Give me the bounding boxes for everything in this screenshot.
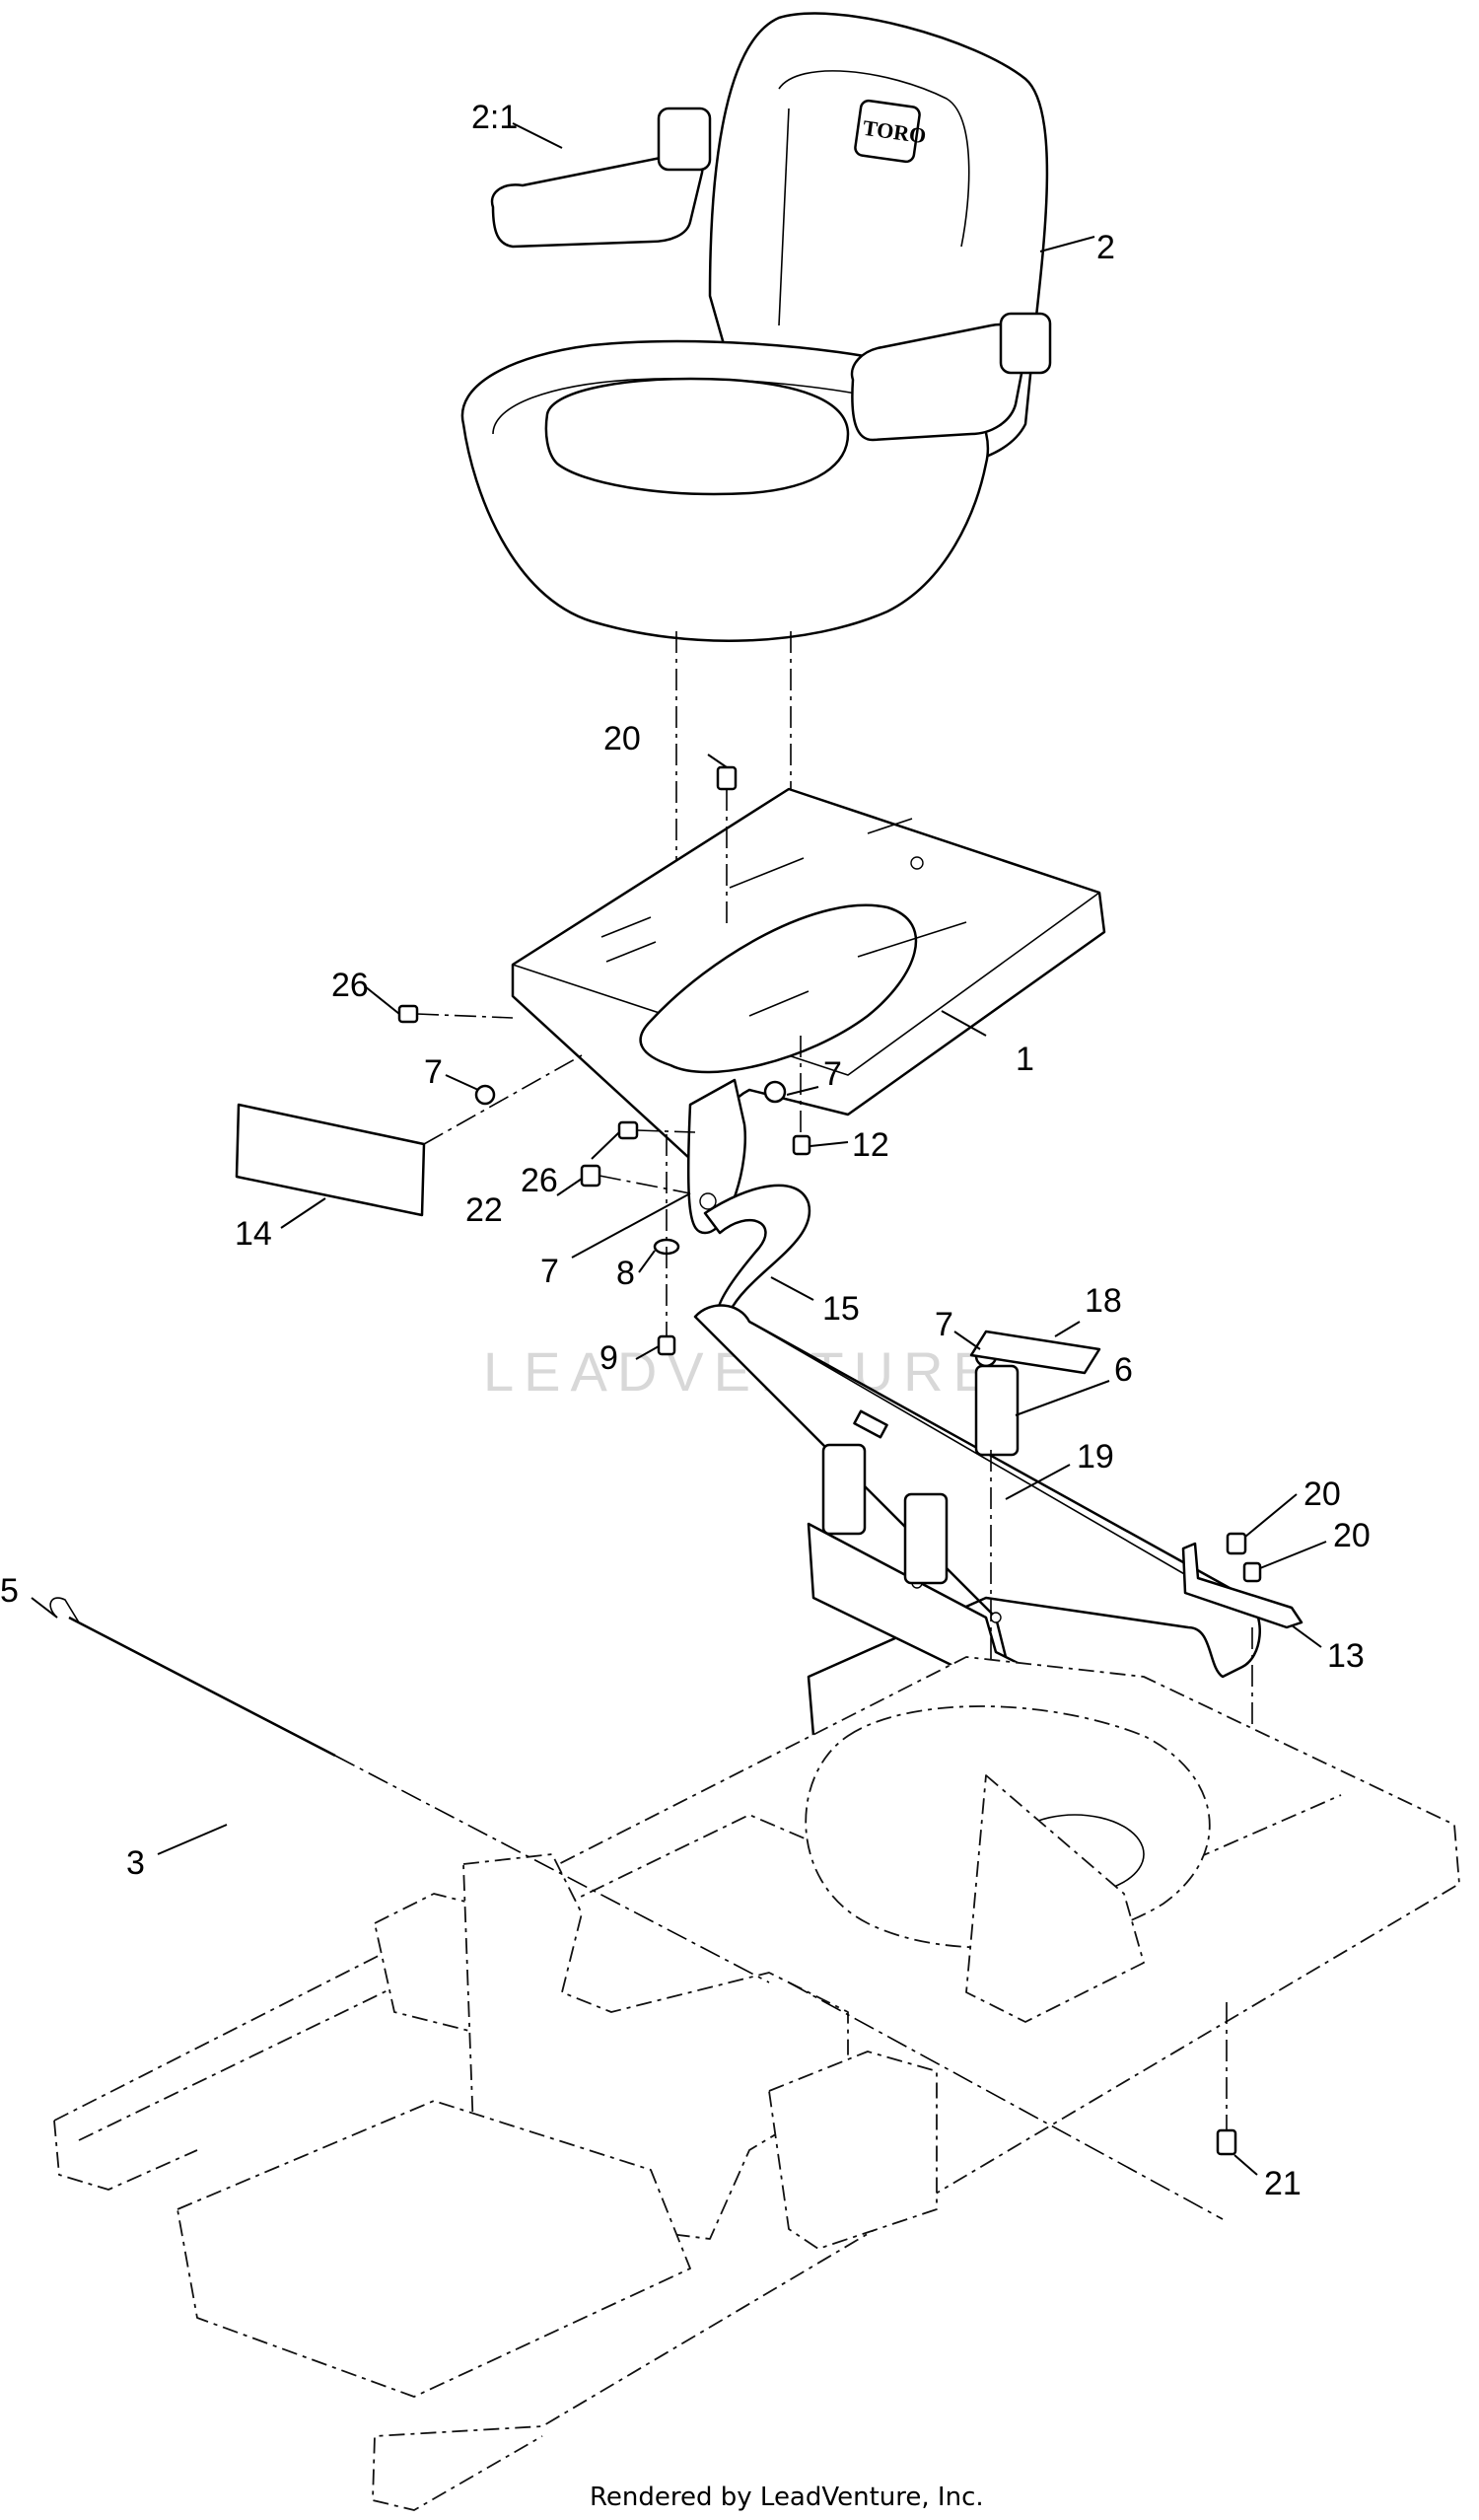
callout-9: 9 (599, 1339, 618, 1377)
clip-part (49, 1597, 80, 1623)
callout-20-right: 20 (1333, 1517, 1371, 1554)
callout-labels: 2:1 2 20 26 1 7 7 12 26 22 14 7 8 15 9 7… (0, 99, 1371, 2202)
callout-2: 2 (1096, 229, 1115, 266)
callout-2-1: 2:1 (471, 99, 518, 136)
bracket-13-part (1181, 1542, 1303, 1629)
callout-22: 22 (465, 1191, 503, 1229)
suspension-part (693, 1304, 1261, 1738)
decal-part (235, 1103, 426, 1217)
callout-7-spring: 7 (935, 1306, 953, 1343)
seat-part: TORO (460, 12, 1052, 642)
hardware-parts (397, 765, 998, 1368)
seat-plate-part (511, 787, 1106, 1235)
callout-21: 21 (1264, 2165, 1302, 2202)
callout-19: 19 (1077, 1438, 1114, 1476)
callout-12: 12 (852, 1126, 889, 1164)
callout-7-lower: 7 (540, 1253, 559, 1290)
callout-26-left: 26 (331, 967, 369, 1004)
callout-7-right: 7 (823, 1055, 842, 1093)
latch-lever-part (703, 1184, 811, 1324)
callout-6: 6 (1114, 1351, 1133, 1389)
callout-15: 15 (822, 1290, 860, 1328)
footer-credit: Rendered by LeadVenture, Inc. (590, 2483, 984, 2512)
callout-13: 13 (1327, 1637, 1365, 1675)
callout-5: 5 (0, 1572, 19, 1610)
mower-frame-phantom (53, 1656, 1460, 2511)
callout-leaders (31, 122, 1327, 2176)
callout-8: 8 (616, 1255, 635, 1292)
callout-20-top: 20 (603, 720, 641, 757)
callout-18: 18 (1085, 1282, 1122, 1320)
callout-3: 3 (126, 1844, 145, 1882)
pin-part (68, 1616, 336, 1758)
callout-1: 1 (1016, 1041, 1034, 1078)
callout-26-middle: 26 (521, 1162, 558, 1199)
callout-7-left: 7 (424, 1053, 443, 1091)
callout-14: 14 (235, 1215, 272, 1253)
callout-20-mid: 20 (1303, 1476, 1341, 1513)
